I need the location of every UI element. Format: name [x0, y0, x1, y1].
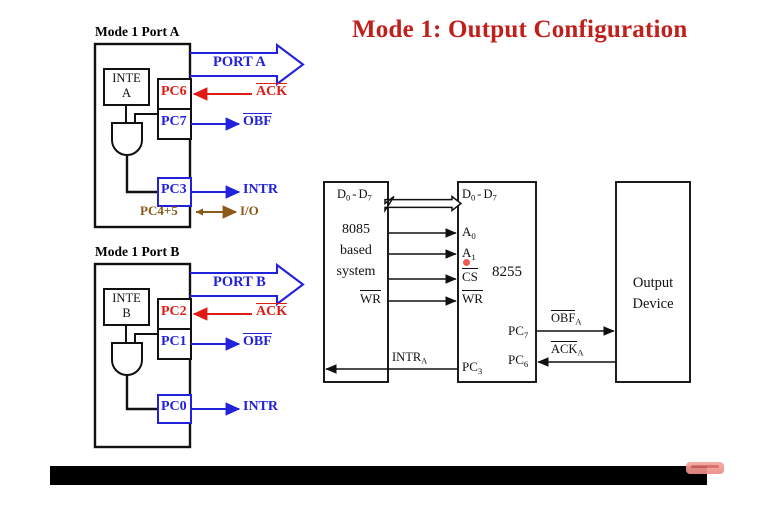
signal-obf-a: OBFA — [551, 310, 582, 327]
signal-obf-text: OBF — [551, 310, 576, 325]
cpu-line2: based — [340, 243, 372, 258]
ppi-pin-wr: WR — [462, 290, 483, 307]
port-a-pin-pc45: PC4+5 — [140, 203, 178, 218]
ack-overline-text: ACK — [256, 83, 288, 99]
signal-intr-a: INTRA — [392, 350, 427, 366]
cpu-block-label: 8085 based system — [324, 219, 388, 282]
signal-intr-text: INTR — [392, 350, 422, 364]
bottom-black-bar — [50, 466, 707, 485]
ppi-pc7-text: PC — [508, 323, 524, 338]
port-a-inte-label: INTE A — [108, 71, 145, 101]
ppi-chip-name: 8255 — [492, 264, 522, 280]
ppi-pin-pc3: PC3 — [462, 359, 482, 376]
device-line1: Output — [632, 275, 674, 291]
port-a-pin-pc6: PC6 — [161, 84, 187, 99]
cpu-wr-overline-text: WR — [360, 290, 381, 306]
port-b-inte-label: INTE B — [108, 291, 145, 321]
cpu-d-low-sub: 0 — [346, 192, 351, 203]
ppi-d-low-sub: 0 — [471, 192, 476, 203]
port-a-bus-label: PORT A — [213, 54, 266, 70]
ppi-pin-a0: A0 — [462, 224, 476, 241]
cpu-d-high-sub: 7 — [367, 192, 372, 203]
port-a-pin-pc3: PC3 — [161, 182, 187, 197]
port-a-heading: Mode 1 Port A — [95, 24, 180, 39]
signal-obf-sub: A — [575, 316, 582, 327]
port-b-signal-ack: ACK — [256, 303, 288, 320]
ppi-a1-text: A — [462, 245, 472, 260]
signal-ack-text: ACK — [551, 341, 578, 356]
ppi-a0-text: A — [462, 224, 472, 239]
ack-b-overline-text: ACK — [256, 303, 288, 319]
output-device-label: Output Device — [616, 273, 690, 315]
device-line2: Device — [632, 296, 674, 312]
subscribe-button-text-blur — [691, 465, 719, 468]
cpu-data-bus-label: D0-D7 — [337, 187, 372, 203]
cpu-d-low: D — [337, 187, 347, 201]
obf-overline-text: OBF — [243, 113, 272, 129]
port-a-inte-line1: INTE — [112, 71, 141, 85]
ppi-a0-sub: 0 — [471, 230, 476, 241]
signal-intr-sub: A — [421, 355, 428, 366]
port-a-signal-io: I/O — [240, 203, 259, 218]
port-b-pin-pc0: PC0 — [161, 399, 187, 414]
subscribe-button[interactable] — [686, 462, 724, 474]
ppi-a1-sub: 1 — [471, 251, 476, 262]
port-a-signal-intr: INTR — [243, 182, 279, 197]
ppi-d-high: D — [483, 187, 493, 201]
port-b-inte-line1: INTE — [112, 291, 141, 305]
port-a-pin-pc7: PC7 — [161, 114, 187, 129]
ppi-pc6-sub: 6 — [523, 358, 529, 369]
ppi-pc7-sub: 7 — [523, 329, 529, 340]
port-b-pin-pc1: PC1 — [161, 334, 187, 349]
ppi-pin-pc6: PC6 — [508, 352, 528, 369]
signal-ack-a: ACKA — [551, 341, 584, 358]
obf-b-overline-text: OBF — [243, 333, 272, 349]
cpu-wr-pin: WR — [360, 290, 381, 307]
port-b-bus-label: PORT B — [213, 274, 266, 290]
ppi-d-sep: - — [477, 187, 482, 201]
ppi-pc3-sub: 3 — [477, 365, 483, 376]
red-dot-artifact — [463, 259, 470, 266]
port-a-inte-line2: A — [121, 86, 132, 100]
ppi-cs-overline-text: CS — [462, 268, 478, 284]
port-a-signal-ack: ACK — [256, 83, 288, 100]
ppi-pc6-text: PC — [508, 352, 524, 367]
port-b-pin-pc2: PC2 — [161, 304, 187, 319]
port-b-signal-intr: INTR — [243, 399, 279, 414]
slide-title: Mode 1: Output Configuration — [352, 16, 688, 43]
ppi-pc3-text: PC — [462, 359, 478, 374]
ppi-wr-overline-text: WR — [462, 290, 483, 306]
ppi-d-low: D — [462, 187, 472, 201]
ppi-pin-a1: A1 — [462, 245, 476, 262]
ppi-pin-cs: CS — [462, 268, 478, 285]
port-b-inte-line2: B — [122, 306, 131, 320]
ppi-pin-pc7: PC7 — [508, 323, 528, 340]
cpu-line3: system — [336, 264, 376, 279]
signal-ack-sub: A — [577, 347, 584, 358]
cpu-d-high: D — [358, 187, 368, 201]
port-b-signal-obf: OBF — [243, 333, 272, 350]
ppi-d-high-sub: 7 — [492, 192, 497, 203]
port-b-heading: Mode 1 Port B — [95, 244, 180, 259]
port-a-signal-obf: OBF — [243, 113, 272, 130]
ppi-data-bus-label: D0-D7 — [462, 187, 497, 203]
cpu-line1: 8085 — [342, 222, 370, 237]
cpu-d-sep: - — [352, 187, 357, 201]
